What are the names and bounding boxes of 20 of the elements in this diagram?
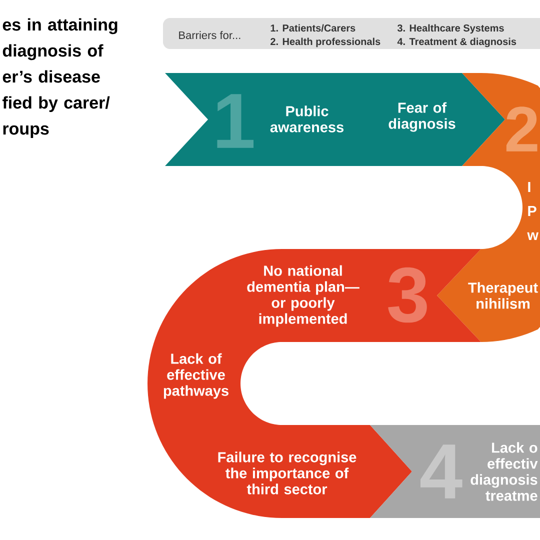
- title: es in attaining diagnosis of er’s disease fied by carer/ roups: [2, 18, 118, 138]
- barrier-label: No national dementia plan— or poorly implemented: [247, 265, 360, 327]
- barrier-label: I P w: [527, 182, 539, 240]
- key-panel: [163, 18, 540, 49]
- key-item: 2. Health professionals: [270, 38, 380, 48]
- barrier-label: Therapeut nihilism: [468, 282, 538, 309]
- key-item: 3. Healthcare Systems: [397, 24, 504, 34]
- chevron-band: [165, 73, 505, 166]
- key-item: 1. Patients/Carers: [270, 24, 356, 32]
- barrier-label: Failure to recognise the importance of third sector: [218, 452, 356, 494]
- key-item: 4. Treatment & diagnosis: [397, 38, 516, 48]
- barrier-label: Public awareness: [270, 106, 344, 132]
- barrier-label: Lack o effectiv diagnosis treatme: [470, 442, 538, 501]
- notched-band: [370, 425, 540, 518]
- key-heading: Barriers for...: [179, 31, 240, 40]
- step-number: 1: [217, 94, 254, 148]
- barrier-label: Lack of effective pathways: [164, 353, 228, 399]
- barrier-label: Fear of diagnosis: [388, 102, 456, 132]
- step-number: 2: [506, 106, 538, 152]
- step-number: 3: [388, 267, 427, 323]
